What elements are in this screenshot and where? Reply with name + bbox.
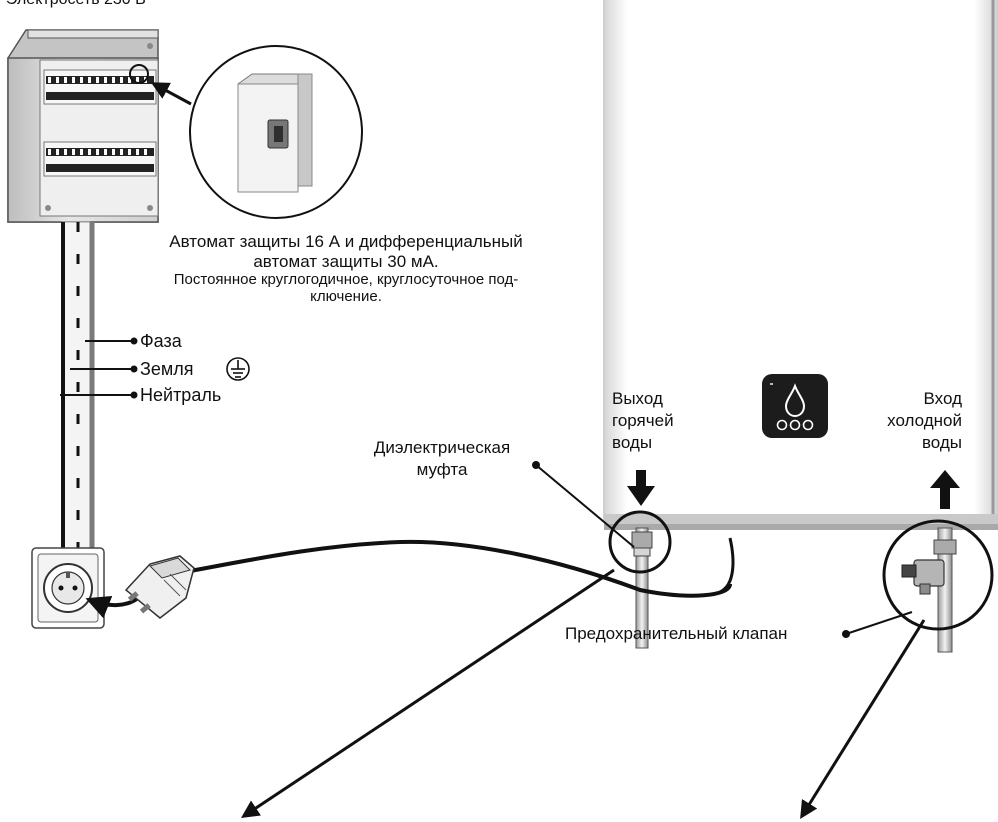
selected-breaker-marker [129,64,149,84]
distribution-panel [7,29,159,223]
breaker-row-bottom [46,148,154,172]
breaker-note: Автомат защиты 16 А и дифференциальный а… [110,232,582,306]
wire-label-neutral: Нейтраль [140,385,222,405]
wire-label-earth: Земля [140,359,194,379]
hot-outlet-line2: горячей [612,411,674,431]
cold-inlet-line3: воды [921,433,962,453]
safety-valve-icon [901,559,945,595]
wall-socket-icon [31,547,105,629]
dielectric-coupling-callout [608,510,672,574]
breaker-note-line3: Постоянное круглогодичное, круглосуточно… [173,271,519,289]
water-drop-icon [784,383,806,418]
safety-valve-label: Предохранительный клапан [565,624,788,643]
cold-inlet-line2: холодной [887,411,962,431]
cold-inlet-line1: Вход [923,389,962,408]
earth-symbol-icon [226,357,250,381]
circuit-breaker-icon [237,73,313,193]
power-cable [184,539,732,598]
breaker-row-top [46,76,154,100]
hot-outlet-arrow [627,470,655,506]
water-heater [603,0,998,530]
dielectric-coupling-label: Диэлектрическая муфта [352,437,532,481]
breaker-note-line4: ключение. [310,288,382,306]
hot-outlet-line1: Выход [612,389,663,408]
breaker-note-line1: Автомат защиты 16 А и дифференциальный [169,232,523,251]
hot-water-outlet-label: Выход горячей воды [612,388,674,454]
breaker-note-line2: автомат защиты 30 мА. [253,251,439,271]
safety-valve-callout [882,519,994,631]
cold-water-inlet-label: Вход холодной воды [887,388,962,454]
wiring-conduit [61,221,95,553]
wire-label-phase: Фаза [140,331,182,351]
breaker-zoom-callout [189,45,363,219]
cold-inlet-arrow [930,470,960,509]
cold-water-pipe [933,527,957,653]
hot-outlet-line3: воды [612,433,653,453]
heater-control-panel [762,374,828,438]
supply-voltage-label: Электросеть 230 В [6,0,146,9]
dielectric-line2: муфта [416,460,468,480]
power-plug-icon [124,555,195,619]
dielectric-line1: Диэлектрическая [373,438,511,457]
